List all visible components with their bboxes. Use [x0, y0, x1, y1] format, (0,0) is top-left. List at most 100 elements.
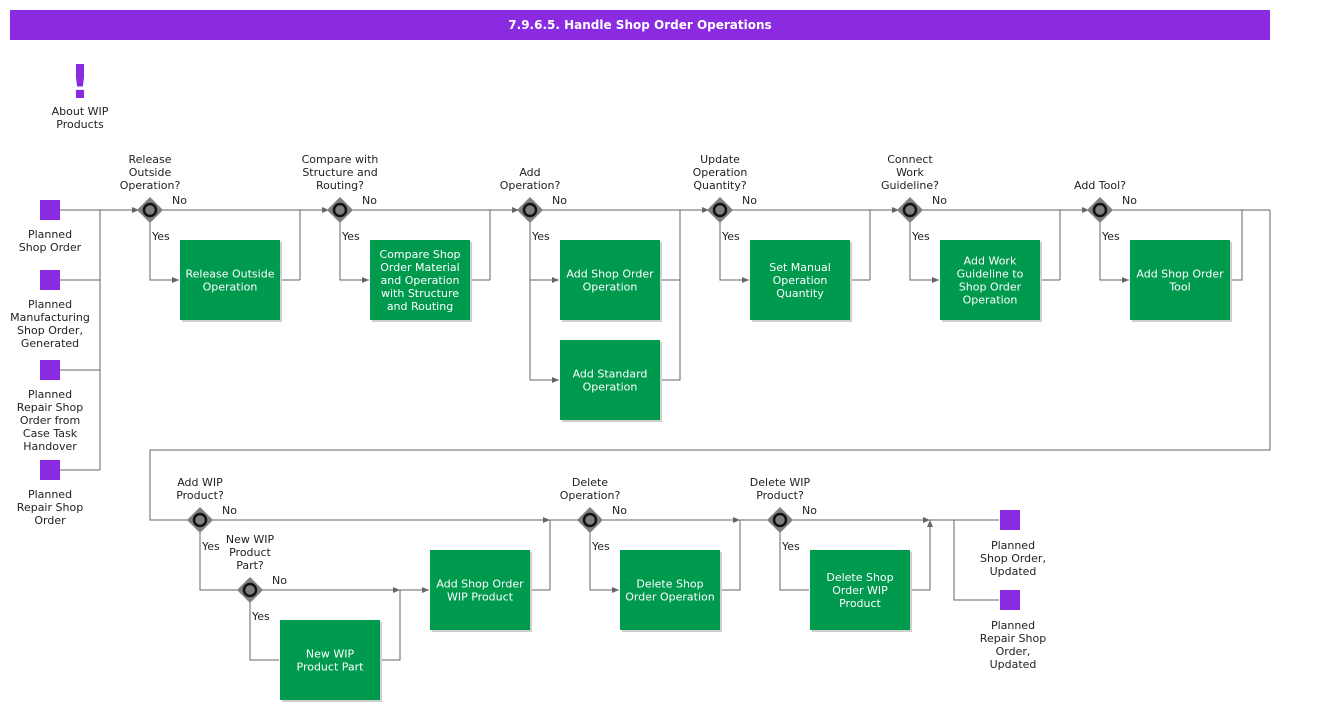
sequence-flow	[719, 221, 749, 283]
yes-label: Yes	[341, 230, 360, 243]
end-event-label: Updated	[990, 565, 1037, 578]
activity-label: and Routing	[387, 300, 453, 313]
activity-label: Add Shop Order	[436, 578, 524, 591]
sequence-flow	[953, 520, 999, 601]
yes-label: Yes	[201, 540, 220, 553]
yes-label: Yes	[911, 230, 930, 243]
activity-label: Add Shop Order	[1136, 268, 1224, 281]
activity-label: Add Shop Order	[566, 268, 654, 281]
gateway-label: Work	[896, 166, 924, 179]
no-label: No	[222, 504, 237, 517]
note-label: About WIP	[52, 105, 109, 118]
gateway-label: Operation?	[560, 489, 621, 502]
activity-label: and Operation	[381, 274, 460, 287]
page-title: 7.9.6.5. Handle Shop Order Operations	[10, 10, 1270, 40]
sequence-flow	[1059, 207, 1089, 280]
sequence-flow	[199, 531, 239, 591]
activity-label: Operation	[963, 294, 1018, 307]
no-label: No	[1122, 194, 1137, 207]
sequence-flow	[381, 587, 429, 661]
sequence-flow	[911, 520, 933, 591]
activity-label: Product Part	[297, 661, 365, 674]
gateway-label: Release	[129, 153, 172, 166]
no-label: No	[802, 504, 817, 517]
end-event-label: Updated	[990, 658, 1037, 671]
gateway-g7	[187, 507, 213, 533]
gateway-g2	[327, 197, 353, 223]
gateway-g6	[1087, 197, 1113, 223]
sequence-flow	[489, 207, 519, 280]
start-event	[40, 200, 60, 220]
activity-label: Operation	[203, 281, 258, 294]
start-event-label: Manufacturing	[10, 311, 90, 324]
sequence-flow	[1099, 221, 1129, 283]
end-event-label: Planned	[991, 539, 1035, 552]
gateway-g9	[577, 507, 603, 533]
gateway-label: Update	[700, 153, 740, 166]
activity-label: with Structure	[381, 287, 459, 300]
gateway-label: Add Tool?	[1074, 179, 1126, 192]
no-label: No	[172, 194, 187, 207]
gateway-label: Routing?	[316, 179, 364, 192]
gateway-label: Outside	[129, 166, 172, 179]
activity-label: Add Work	[964, 255, 1017, 268]
gateway-g1	[137, 197, 163, 223]
gateway-label: Product	[229, 546, 271, 559]
sequence-flow	[531, 519, 579, 591]
yes-label: Yes	[531, 230, 550, 243]
yes-label: Yes	[781, 540, 800, 553]
no-label: No	[362, 194, 377, 207]
gateway-g3	[517, 197, 543, 223]
no-label: No	[612, 504, 627, 517]
end-event-label: Planned	[991, 619, 1035, 632]
no-label: No	[742, 194, 757, 207]
activity-label: Add Standard	[573, 368, 648, 381]
gateway-label: Delete	[572, 476, 608, 489]
sequence-flow	[299, 207, 329, 280]
gateway-label: Guideline?	[881, 179, 939, 192]
exclamation-icon: !	[70, 55, 91, 109]
gateway-label: Part?	[236, 559, 264, 572]
start-event-label: Handover	[23, 440, 77, 453]
sequence-flow	[721, 519, 769, 591]
gateway-label: Product?	[176, 489, 224, 502]
activity-label: Quantity	[776, 287, 824, 300]
activity-label: Guideline to	[957, 268, 1024, 281]
activity-label: Release Outside	[186, 268, 275, 281]
activity-label: WIP Product	[447, 591, 514, 604]
start-event-label: Planned	[28, 298, 72, 311]
start-event-label: Shop Order	[19, 241, 82, 254]
activity-label: Shop Order	[959, 281, 1022, 294]
gateway-label: Delete WIP	[750, 476, 811, 489]
start-event-label: Case Task	[23, 427, 78, 440]
end-event-label: Shop Order,	[980, 552, 1046, 565]
gateway-g5	[897, 197, 923, 223]
sequence-flow	[1231, 210, 1243, 281]
activity-label: Operation	[773, 274, 828, 287]
start-event-label: Shop Order,	[17, 324, 83, 337]
activity-label: New WIP	[306, 648, 355, 661]
gateway-label: Add	[519, 166, 540, 179]
gateway-label: Structure and	[302, 166, 377, 179]
start-event-label: Planned	[28, 228, 72, 241]
activity-label: Delete Shop	[636, 578, 703, 591]
gateway-label: Operation?	[500, 179, 561, 192]
gateway-g4	[707, 197, 733, 223]
sequence-flow	[909, 221, 939, 283]
no-label: No	[552, 194, 567, 207]
start-event-label: Planned	[28, 388, 72, 401]
gateway-g10	[767, 507, 793, 533]
gateway-label: New WIP	[226, 533, 275, 546]
